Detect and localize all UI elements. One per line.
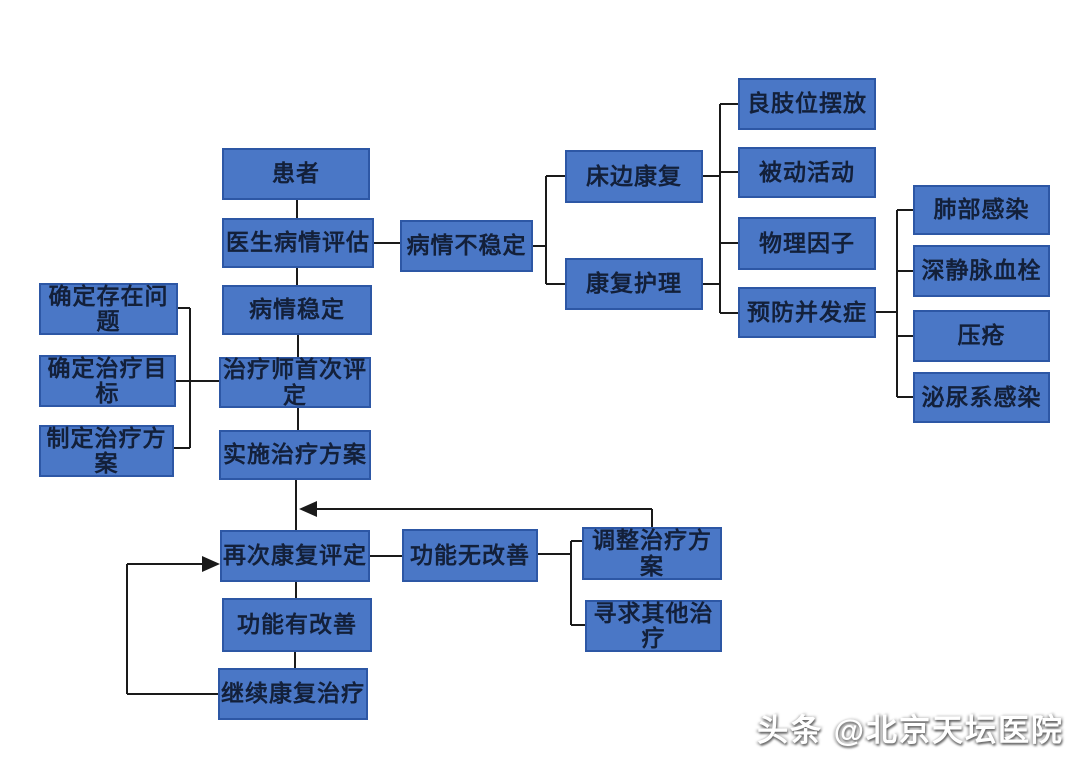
node-set-treatment-goals: 确定治疗目标 — [39, 355, 176, 407]
edge-unstable-bracket — [533, 175, 565, 285]
edge-complication-bracket — [876, 209, 913, 398]
edge-main-chain — [294, 200, 299, 668]
edge-left-bracket — [174, 307, 219, 449]
node-therapist-first-eval: 治疗师首次评定 — [219, 357, 371, 408]
arrowhead-right-icon — [202, 556, 220, 572]
node-improvement: 功能有改善 — [222, 598, 372, 652]
node-physical-factors: 物理因子 — [738, 217, 876, 270]
node-make-treatment-plan: 制定治疗方案 — [39, 425, 174, 477]
edge-noimprove-bracket — [538, 540, 585, 626]
node-rehab-nursing: 康复护理 — [565, 258, 703, 310]
node-patient: 患者 — [222, 148, 370, 200]
node-passive-movement: 被动活动 — [738, 147, 876, 198]
node-bedside-rehab: 床边康复 — [565, 150, 703, 203]
edge-intervention-bracket — [703, 103, 738, 314]
node-implement-plan: 实施治疗方案 — [219, 430, 371, 480]
node-condition-stable: 病情稳定 — [222, 285, 372, 335]
edge-adjust-feedback — [317, 508, 653, 527]
node-lung-infection: 肺部感染 — [913, 185, 1050, 235]
node-seek-other-treatment: 寻求其他治疗 — [585, 600, 722, 652]
node-no-improvement: 功能无改善 — [402, 529, 538, 582]
node-identify-problems: 确定存在问题 — [39, 283, 178, 335]
node-pressure-sore: 压疮 — [913, 310, 1050, 362]
arrowhead-left-icon — [299, 501, 317, 517]
edge-continue-loop — [126, 563, 218, 695]
node-prevent-complications: 预防并发症 — [738, 287, 876, 338]
node-doctor-assessment: 医生病情评估 — [222, 218, 374, 268]
node-urinary-infection: 泌尿系感染 — [913, 372, 1050, 423]
node-adjust-plan: 调整治疗方案 — [582, 527, 722, 580]
toutiao-watermark: 头条 @北京天坛医院 — [757, 713, 1064, 748]
node-continue-rehab: 继续康复治疗 — [218, 668, 368, 720]
node-condition-unstable: 病情不稳定 — [400, 220, 533, 272]
node-limb-positioning: 良肢位摆放 — [738, 78, 876, 130]
node-re-evaluation: 再次康复评定 — [220, 530, 370, 582]
node-deep-vein-thrombosis: 深静脉血栓 — [913, 245, 1050, 297]
edge-group — [126, 103, 913, 695]
